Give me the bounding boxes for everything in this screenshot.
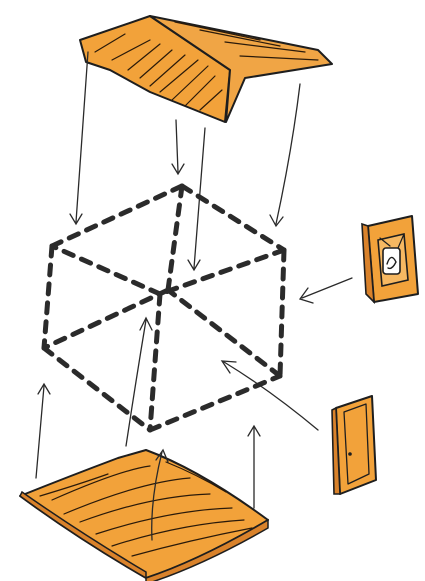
roof-icon (80, 16, 332, 122)
door-icon (332, 396, 376, 494)
floor-board-icon (20, 450, 268, 581)
window-arrow (300, 278, 352, 303)
window-icon (362, 216, 418, 302)
floor-top (20, 450, 268, 578)
cube-frame-icon (44, 186, 284, 430)
